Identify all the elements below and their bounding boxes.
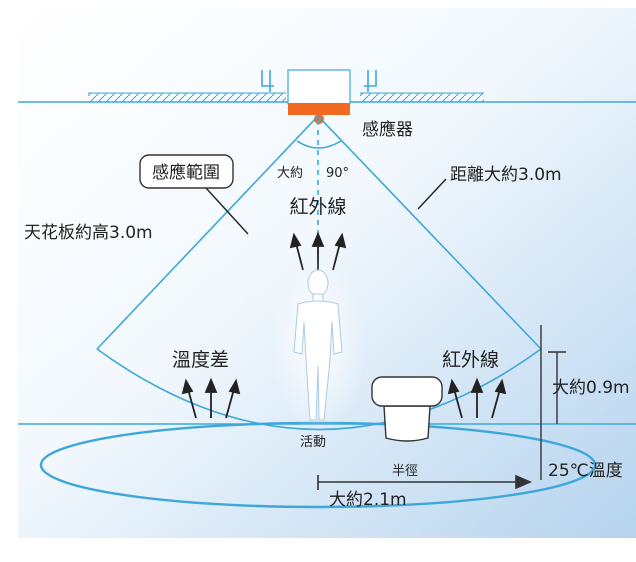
height-bracket — [540, 325, 566, 480]
radius-label: 半徑 — [392, 464, 418, 479]
sensor-device — [261, 69, 377, 124]
distance-leader-line — [417, 178, 447, 210]
sensor-plate — [288, 103, 350, 115]
angle-prefix-label: 大約 — [277, 166, 303, 181]
sensor-label: 感應器 — [362, 119, 413, 140]
detection-range-callout — [139, 154, 249, 235]
detection-range-label: 感應範圍 — [152, 162, 220, 183]
tub-object — [371, 376, 443, 442]
ceiling-height-label: 天花板約高3.0m — [24, 223, 153, 243]
radius-value-label: 大約2.1m — [329, 490, 407, 510]
temperature-diff-label: 溫度差 — [172, 349, 229, 371]
activity-label: 活動 — [300, 435, 326, 450]
distance-label: 距離大約3.0m — [450, 165, 562, 185]
ambient-temperature-label: 25℃溫度 — [548, 461, 623, 481]
height-label: 大約0.9m — [552, 378, 630, 398]
infrared-center-label: 紅外線 — [289, 196, 346, 218]
infrared-right-label: 紅外線 — [442, 349, 499, 371]
person-figure — [270, 255, 366, 435]
infrared-arrows-right — [447, 377, 507, 419]
radius-arrow — [317, 474, 533, 490]
temperature-arrows-left — [181, 377, 241, 419]
angle-value-label: 90° — [326, 166, 349, 181]
